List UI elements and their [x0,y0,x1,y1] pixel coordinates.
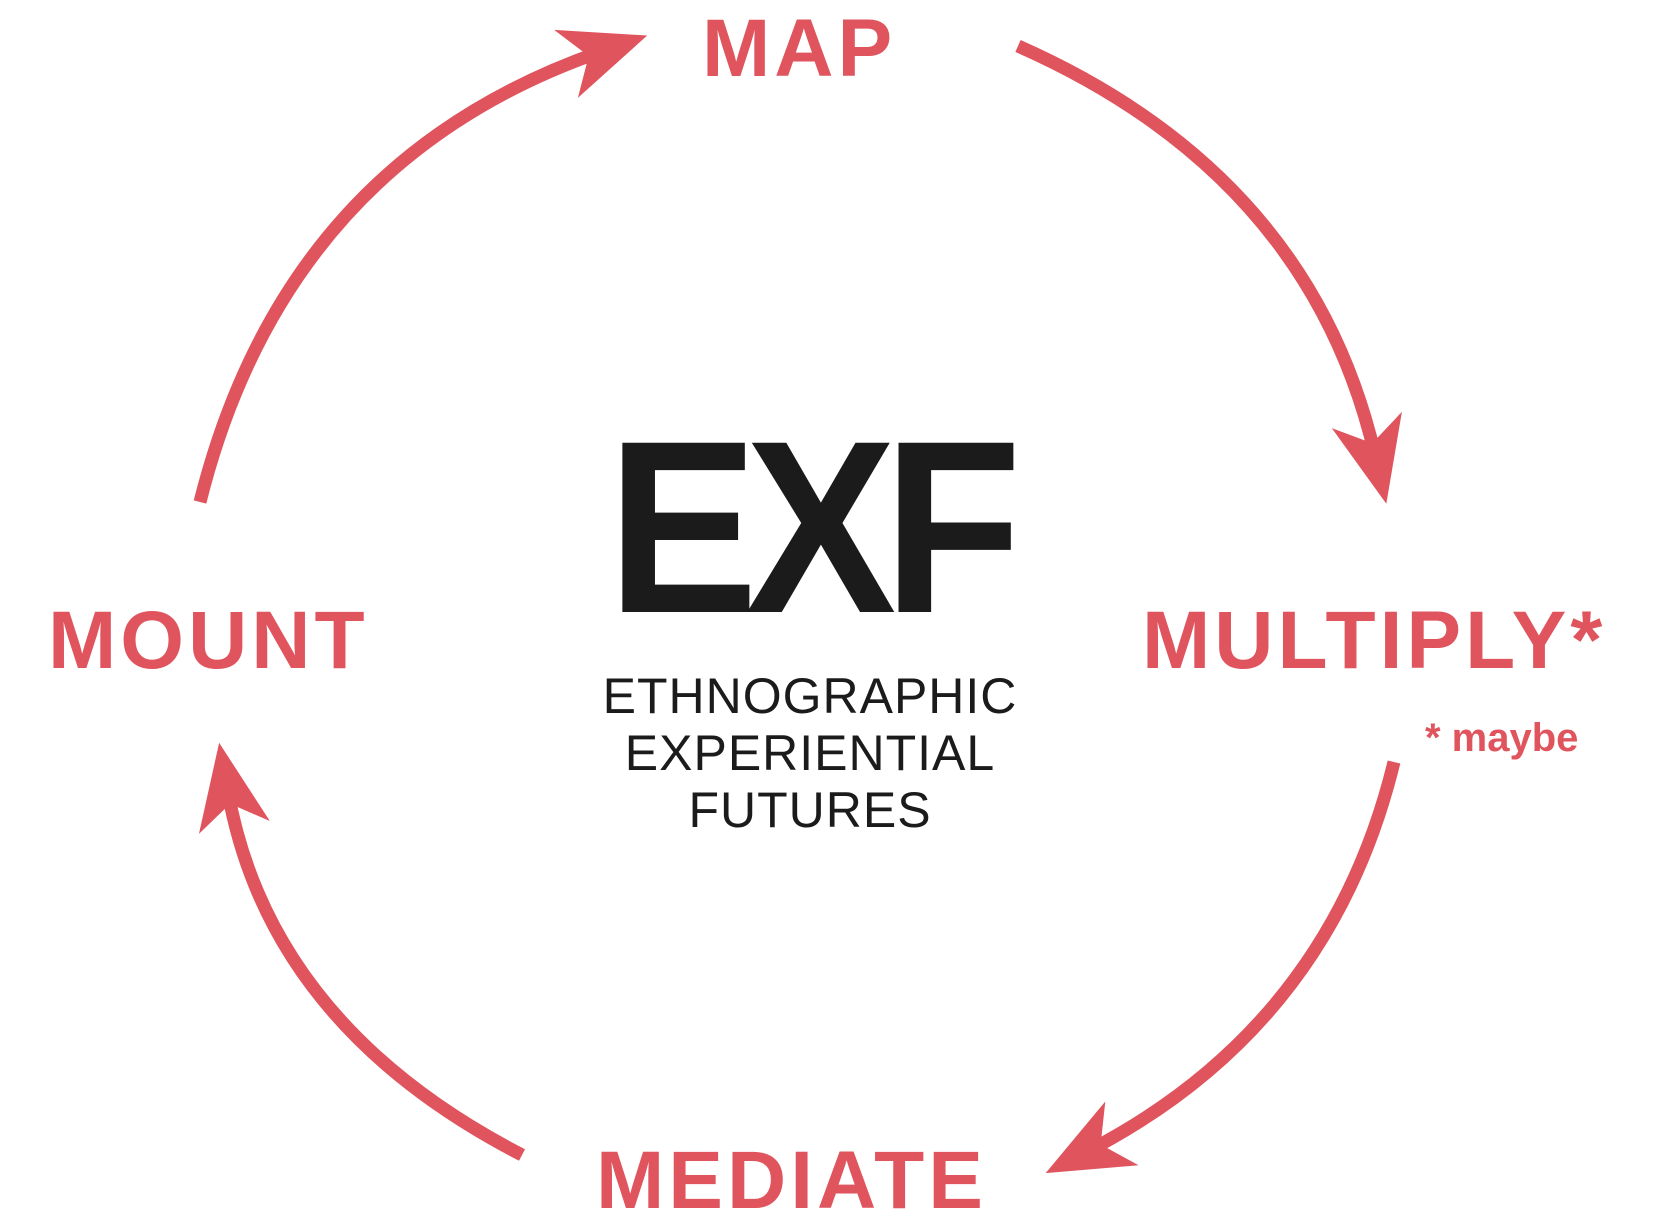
stage-label-multiply: MULTIPLY* [1142,595,1607,686]
footnote-maybe: * maybe [1425,716,1579,760]
stage-label-mediate: MEDIATE [596,1135,987,1226]
arrow-mediate-mount [198,742,525,1161]
arrow-multiply-mediate [1045,760,1401,1174]
arrows-group [193,29,1402,1174]
subtitle-line-ethnographic: ETHNOGRAPHIC [602,668,1018,724]
stage-label-mount: MOUNT [48,595,369,686]
stage-label-map: MAP [702,3,897,94]
exf-logo: EXF [607,390,1021,665]
subtitle-line-experiential: EXPERIENTIAL [624,725,996,781]
arrow-mount-map [193,29,648,504]
arrow-map-multiply [1015,40,1402,504]
logo-subtitle: ETHNOGRAPHIC EXPERIENTIAL FUTURES [580,668,1040,839]
subtitle-line-futures: FUTURES [688,782,932,838]
